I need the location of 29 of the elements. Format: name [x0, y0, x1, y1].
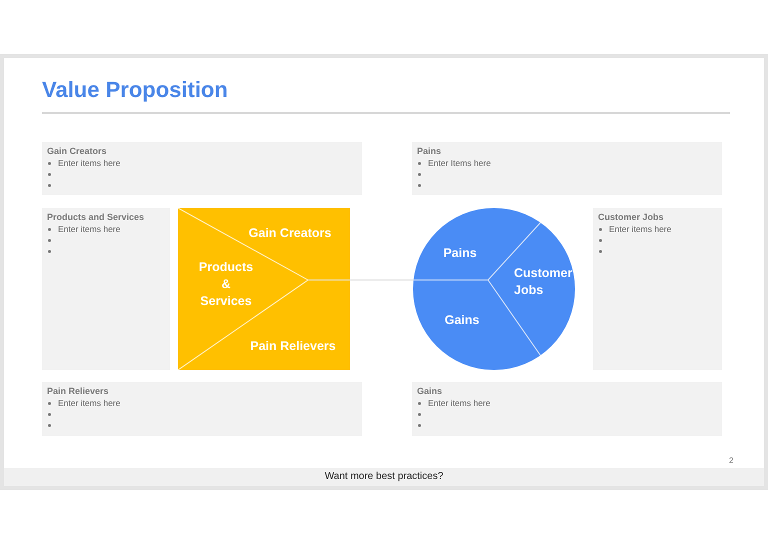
footer-text: Want more best practices? — [324, 471, 444, 483]
list-item: Enter items here — [58, 158, 120, 169]
customer-profile-circle — [413, 208, 575, 370]
list-item: Enter items here — [58, 398, 120, 409]
panel-heading: Gain Creators — [47, 146, 107, 157]
list-item: Enter items here — [428, 398, 490, 409]
notes-panel — [412, 142, 722, 195]
region-label: Gain Creators — [248, 225, 332, 242]
panel-heading: Customer Jobs — [598, 212, 664, 223]
panel-heading: Pains — [417, 146, 442, 157]
panel-heading: Gains — [417, 386, 442, 397]
region-label: Gains — [444, 312, 480, 329]
notes-panel — [42, 208, 170, 370]
region-label: Products & Services — [198, 259, 254, 310]
list-item: Enter items here — [609, 224, 672, 235]
list-item: Enter items here — [58, 224, 120, 235]
region-label: Pains — [442, 245, 478, 262]
list-item: Enter Items here — [428, 158, 491, 169]
panel-heading: Pain Relievers — [47, 386, 109, 397]
panel-heading: Products and Services — [47, 212, 144, 223]
region-label: Pain Relievers — [249, 338, 337, 355]
notes-panel — [593, 208, 722, 370]
page-number: 2 — [729, 456, 734, 466]
value-map-square — [178, 208, 350, 370]
notes-panel — [42, 382, 362, 436]
notes-panel — [42, 142, 362, 195]
slide-title: Value Proposition — [42, 77, 228, 103]
region-label: Customer Jobs — [514, 265, 574, 299]
notes-panel — [412, 382, 722, 436]
